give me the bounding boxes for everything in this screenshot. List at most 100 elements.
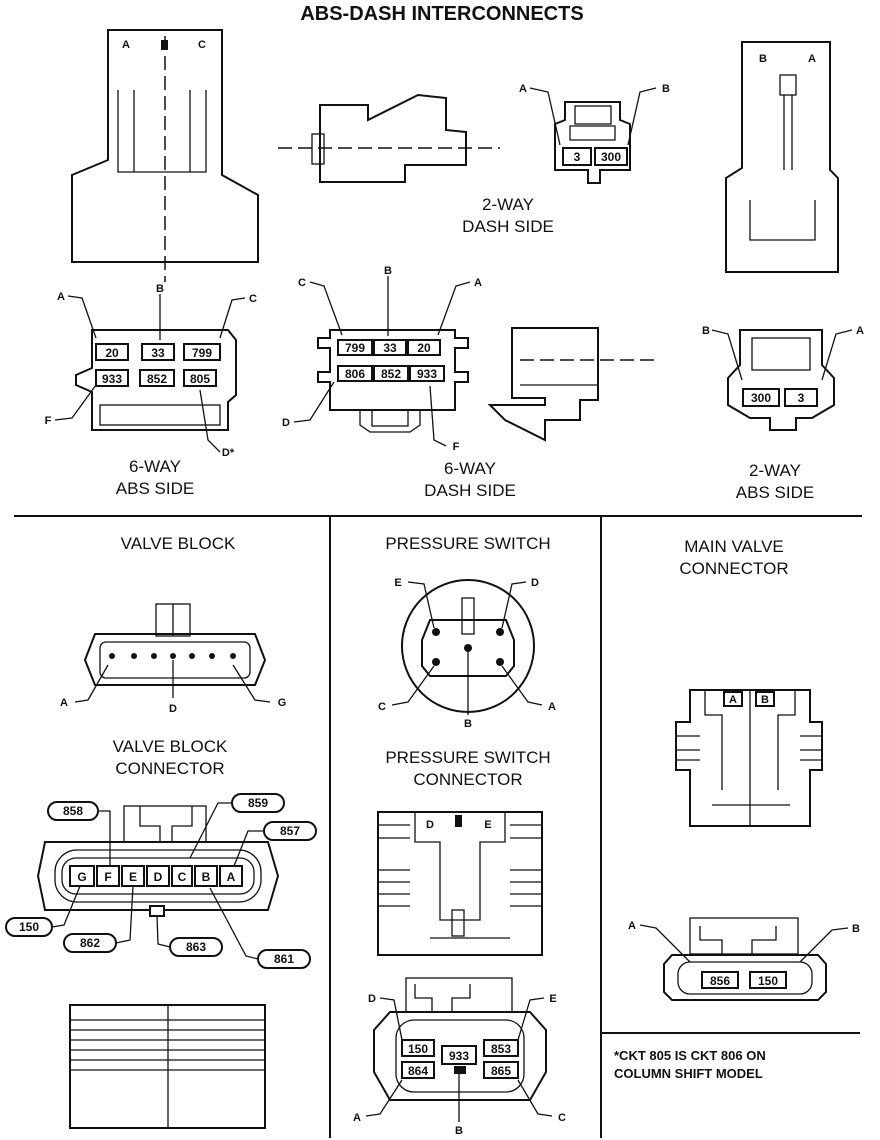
valve-block-connector: VALVE BLOCK CONNECTOR G F E D C B A xyxy=(5,737,317,1129)
dash2-caption-line2: DASH SIDE xyxy=(462,217,554,236)
abs6-letter-a: A xyxy=(57,291,65,303)
mvc-title-line1: MAIN VALVE xyxy=(684,537,784,556)
abs-2way-body-drawing: A C xyxy=(71,29,259,282)
dash-2way-face: 3 300 A B 2-WAY DASH SIDE xyxy=(462,83,670,236)
valve-block-letter-a: A xyxy=(60,697,68,709)
dash6-circuit-933: 933 xyxy=(417,367,437,381)
abs2-caption-line1: 2-WAY xyxy=(749,461,801,480)
valve-block-letter-g: G xyxy=(278,697,287,709)
abs6-caption-line1: 6-WAY xyxy=(129,457,181,476)
dash2-caption-line1: 2-WAY xyxy=(482,195,534,214)
dash-6way-face: 799 33 20 806 852 933 C B A D F 6-WAY DA… xyxy=(282,265,516,500)
dash6-letter-b: B xyxy=(384,265,392,277)
psc-letter-c: C xyxy=(558,1112,566,1124)
vbc-pin-g: G xyxy=(77,870,86,884)
pressure-switch-letter-b: B xyxy=(464,718,472,730)
dash6-letter-a: A xyxy=(474,277,482,289)
mvc-top-letter-a: A xyxy=(729,694,737,706)
vbc-circuit-150: 150 xyxy=(19,920,39,934)
mvc-circuit-150: 150 xyxy=(758,974,778,988)
abs2-circuit-3: 3 xyxy=(798,391,805,405)
valve-block-connector-title-line2: CONNECTOR xyxy=(115,759,224,778)
abs6-letter-c: C xyxy=(249,293,257,305)
pressure-switch-letter-e: E xyxy=(394,577,401,589)
abs-2way-letter-a: A xyxy=(122,39,130,51)
valve-block-connector-pins: G F E D C B A xyxy=(69,865,243,887)
dash6-caption-line1: 6-WAY xyxy=(444,459,496,478)
vbc-pin-e: E xyxy=(129,870,137,884)
psc-top-letter-d: D xyxy=(426,819,434,831)
vbc-pin-b: B xyxy=(202,870,211,884)
psc-circuit-853: 853 xyxy=(491,1042,511,1056)
psc-letter-e: E xyxy=(549,993,556,1005)
vbc-circuit-861: 861 xyxy=(274,952,294,966)
abs6-circuit-852: 852 xyxy=(147,372,167,386)
valve-block-connector-title-line1: VALVE BLOCK xyxy=(113,737,228,756)
vbc-circuit-858: 858 xyxy=(63,804,83,818)
mvc-letter-a: A xyxy=(628,920,636,932)
psc-top-letter-e: E xyxy=(484,819,491,831)
dash6-letter-d: D xyxy=(282,417,290,429)
pressure-switch-letter-d: D xyxy=(531,577,539,589)
psc-letter-a: A xyxy=(353,1112,361,1124)
abs-6way-side-view xyxy=(487,327,656,442)
mvc-letter-b: B xyxy=(852,923,860,935)
vbc-pin-f: F xyxy=(104,870,111,884)
abs-6way-face: 20 33 799 933 852 805 A B C F D* 6-WAY A… xyxy=(45,283,257,498)
psc-circuit-865: 865 xyxy=(491,1064,511,1078)
mvc-circuit-856: 856 xyxy=(710,974,730,988)
abs2-letter-a: A xyxy=(856,325,864,337)
psc-circuit-933: 933 xyxy=(449,1049,469,1063)
vbc-pin-c: C xyxy=(178,870,187,884)
abs2-caption-line2: ABS SIDE xyxy=(736,483,814,502)
valve-block: VALVE BLOCK A D G xyxy=(60,534,286,715)
footnote-line2: COLUMN SHIFT MODEL xyxy=(614,1066,763,1081)
pressure-switch-title: PRESSURE SWITCH xyxy=(385,534,550,553)
psc-circuit-150: 150 xyxy=(408,1042,428,1056)
abs2-circuit-300: 300 xyxy=(751,391,771,405)
dash6-letter-c: C xyxy=(298,277,306,289)
abs6-caption-line2: ABS SIDE xyxy=(116,479,194,498)
pressure-switch-letter-a: A xyxy=(548,701,556,713)
vbc-pin-a: A xyxy=(227,870,236,884)
right-body-letter-a: A xyxy=(808,53,816,65)
valve-block-letter-d: D xyxy=(169,703,177,715)
abs6-letter-f: F xyxy=(45,415,52,427)
dash2-circuit-300: 300 xyxy=(601,150,621,164)
dash6-circuit-852: 852 xyxy=(381,367,401,381)
dash6-circuit-806: 806 xyxy=(345,367,365,381)
vbc-circuit-857: 857 xyxy=(280,824,300,838)
valve-block-title: VALVE BLOCK xyxy=(121,534,236,553)
vbc-circuit-859: 859 xyxy=(248,796,268,810)
abs2-letter-b: B xyxy=(702,325,710,337)
vbc-circuit-863: 863 xyxy=(186,940,206,954)
psc-title-line2: CONNECTOR xyxy=(413,770,522,789)
psc-circuit-864: 864 xyxy=(408,1064,428,1078)
pressure-switch: PRESSURE SWITCH E D C B A xyxy=(378,534,556,730)
dash2-circuit-3: 3 xyxy=(574,150,581,164)
valve-block-pins xyxy=(109,653,236,659)
abs-2way-face: 300 3 B A 2-WAY ABS SIDE xyxy=(702,325,864,502)
abs6-circuit-33: 33 xyxy=(151,346,165,360)
right-body-letter-b: B xyxy=(759,53,767,65)
main-valve-connector: MAIN VALVE CONNECTOR A B 856 150 A B xyxy=(628,537,860,1001)
pressure-switch-connector: PRESSURE SWITCH CONNECTOR D E 150 864 93… xyxy=(353,748,566,1137)
dash6-letter-f: F xyxy=(453,441,460,453)
abs6-letter-d: D* xyxy=(222,447,235,459)
abs-2way-letter-c: C xyxy=(198,39,206,51)
abs6-letter-b: B xyxy=(156,283,164,295)
abs-2way-right-body-drawing: B A xyxy=(725,41,839,273)
psc-letter-d: D xyxy=(368,993,376,1005)
footnote-line1: *CKT 805 IS CKT 806 ON xyxy=(614,1048,766,1063)
abs6-circuit-805: 805 xyxy=(190,372,210,386)
abs6-circuit-20: 20 xyxy=(105,346,119,360)
dash6-circuit-33: 33 xyxy=(383,341,397,355)
abs6-circuit-799: 799 xyxy=(192,346,212,360)
dash6-circuit-799: 799 xyxy=(345,341,365,355)
mvc-title-line2: CONNECTOR xyxy=(679,559,788,578)
vbc-pin-d: D xyxy=(154,870,163,884)
dash-2way-side-view xyxy=(278,93,500,183)
dash2-pin-a: A xyxy=(519,83,527,95)
psc-title-line1: PRESSURE SWITCH xyxy=(385,748,550,767)
